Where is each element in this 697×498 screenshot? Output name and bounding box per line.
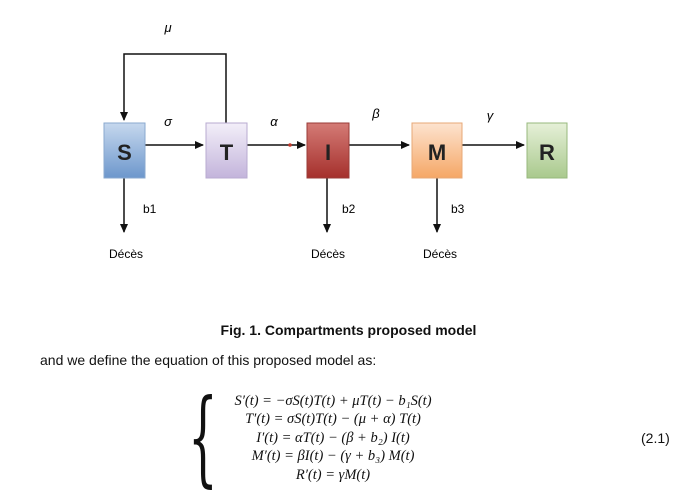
- label-sigma: σ: [164, 114, 173, 129]
- compartment-m: M: [411, 122, 463, 179]
- compartment-t: T: [205, 122, 248, 179]
- death-rate-b3: b3: [451, 202, 465, 216]
- compartment-t-label: T: [220, 140, 234, 165]
- label-beta: β: [371, 106, 380, 121]
- compartment-s-label: S: [117, 140, 132, 165]
- death-rate-b2: b2: [342, 202, 356, 216]
- equation-i: I′(t) = αT(t) − (β + b₂) I(t): [256, 429, 410, 446]
- intro-text: and we define the equation of this propo…: [40, 352, 377, 368]
- compartment-diagram: μ σ α β γ b1 Décès b2 Décès b3 Décès S T…: [103, 20, 568, 261]
- compartment-i: I: [306, 122, 350, 179]
- death-label-i: Décès: [311, 247, 345, 261]
- compartment-m-label: M: [428, 140, 446, 165]
- arrow-start-dot: [288, 143, 292, 147]
- compartment-i-label: I: [325, 140, 331, 165]
- equation-number: (2.1): [641, 430, 670, 446]
- equation-t: T′(t) = σS(t)T(t) − (μ + α) T(t): [245, 411, 421, 428]
- compartment-r-label: R: [539, 140, 555, 165]
- compartment-s: S: [103, 122, 146, 179]
- equation-list: S′(t) = −σS(t)T(t) + μT(t) − b₁S(t) T′(t…: [208, 392, 458, 484]
- equation-r: R′(t) = γM(t): [295, 466, 371, 483]
- death-rate-b1: b1: [143, 202, 157, 216]
- left-brace: {: [188, 376, 218, 498]
- death-label-m: Décès: [423, 247, 457, 261]
- compartment-r: R: [526, 122, 568, 179]
- label-alpha: α: [270, 114, 278, 129]
- equation-s: S′(t) = −σS(t)T(t) + μT(t) − b₁S(t): [234, 393, 432, 409]
- death-label-s: Décès: [109, 247, 143, 261]
- feedback-arrow-mu: [120, 53, 227, 124]
- equation-m: M′(t) = βI(t) − (γ + b₃) M(t): [251, 448, 415, 465]
- figure-caption: Fig. 1. Compartments proposed model: [220, 322, 477, 338]
- label-mu: μ: [163, 20, 171, 35]
- label-gamma: γ: [487, 108, 495, 123]
- equation-system: { S′(t) = −σS(t)T(t) + μT(t) − b₁S(t) T′…: [188, 385, 478, 489]
